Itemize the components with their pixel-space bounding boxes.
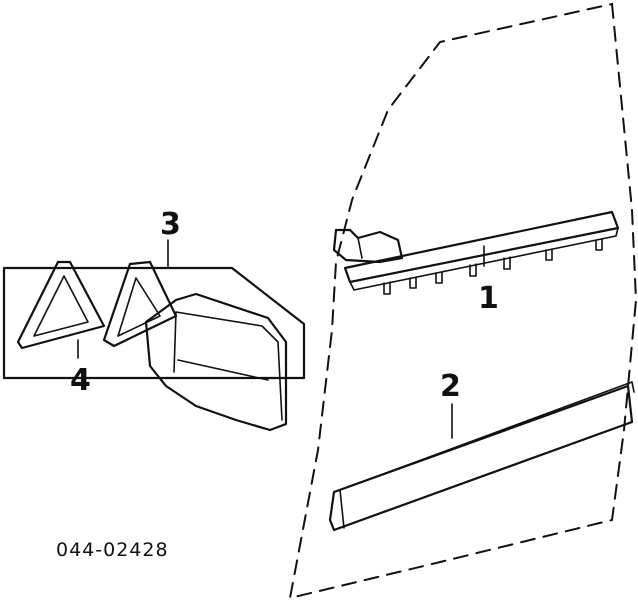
callout-2-label: 2 xyxy=(440,369,461,404)
callout-4-label: 4 xyxy=(70,363,91,398)
mirror-assembly-box xyxy=(2,239,306,380)
lower-molding xyxy=(328,381,635,532)
callout-3-label: 3 xyxy=(160,207,181,242)
upper-molding xyxy=(332,210,620,295)
door-outline xyxy=(288,2,638,600)
mirror-housing xyxy=(102,260,288,432)
mirror-cover xyxy=(16,260,106,359)
reference-number: 044-02428 xyxy=(56,539,169,561)
callout-1-label: 1 xyxy=(478,281,499,316)
